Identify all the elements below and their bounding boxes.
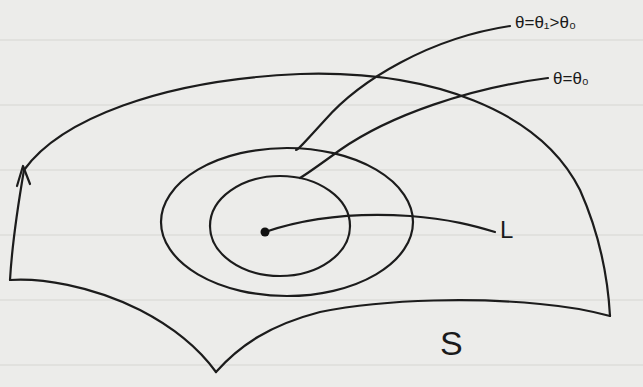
center-point — [261, 228, 270, 237]
inner-level-curve — [210, 176, 350, 276]
paper-ruling — [0, 40, 643, 365]
curve-label: L — [500, 218, 513, 242]
outer-level-curve — [161, 148, 413, 296]
leader-line — [300, 78, 548, 178]
curve-l — [265, 215, 495, 232]
level-label: θ=θ₀ — [553, 70, 589, 87]
leader-line — [296, 26, 510, 150]
surface-label: S — [440, 326, 463, 360]
arrow-head — [17, 166, 30, 186]
surface-bottom-left-edge — [10, 280, 216, 372]
surface-top-edge — [24, 74, 610, 316]
level-label: θ=θ₁>θ₀ — [515, 14, 576, 31]
surface-bottom-right-edge — [216, 300, 610, 372]
